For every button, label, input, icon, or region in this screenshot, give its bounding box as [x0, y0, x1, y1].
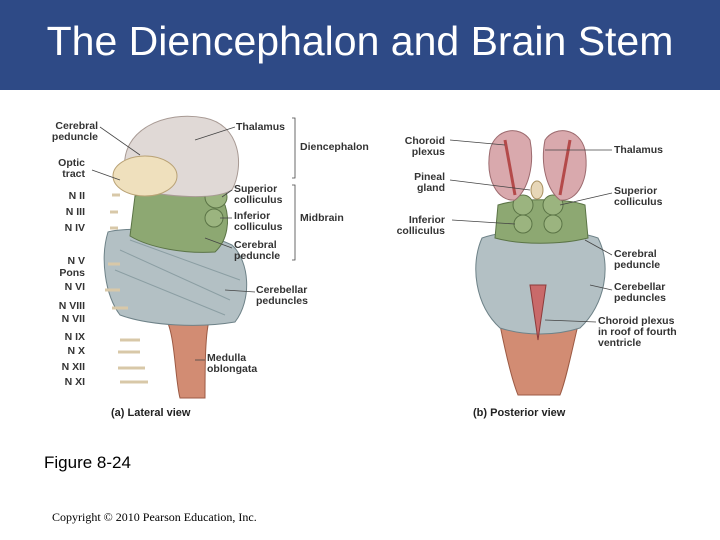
label-n-iii: N III [65, 206, 85, 218]
label-choroid-plexus: Choroid plexus [404, 135, 445, 158]
title-bar [0, 0, 720, 90]
label-cerebral-peduncle-lateral-right: Cerebral peduncle [234, 239, 281, 262]
label-superior-colliculus-posterior: Superior colliculus [614, 185, 663, 208]
posterior-colliculus-4 [543, 214, 563, 234]
figure-number: Figure 8-24 [44, 453, 131, 472]
label-n-xi: N XI [64, 376, 85, 388]
label-superior-colliculus-lateral: Superior colliculus [234, 183, 283, 206]
label-inferior-colliculus-lateral: Inferior colliculus [234, 210, 283, 233]
label-n-x: N X [67, 345, 85, 357]
label-n-vii: N VII [61, 313, 85, 325]
posterior-colliculus-3 [513, 214, 533, 234]
label-pineal-gland: Pineal gland [414, 171, 445, 194]
copyright-notice: Copyright © 2010 Pearson Education, Inc. [52, 510, 257, 524]
label-n-vi: N VI [64, 281, 85, 293]
posterior-midbrain [494, 199, 589, 244]
label-n-xii: N XII [61, 361, 85, 373]
label-thalamus-lateral: Thalamus [236, 121, 286, 133]
caption-posterior-view: (b) Posterior view [473, 407, 566, 419]
posterior-medulla [499, 324, 579, 396]
lateral-optic-tract [112, 155, 178, 197]
label-n-viii: N VIII [58, 300, 85, 312]
label-midbrain: Midbrain [300, 212, 344, 224]
caption-lateral-view: (a) Lateral view [111, 407, 191, 419]
label-n-ix: N IX [64, 331, 85, 343]
label-pons: Pons [59, 267, 85, 279]
label-cerebral-peduncle-posterior: Cerebral peduncle [614, 248, 661, 271]
label-choroid-plexus-fourth-ventricle: Choroid plexus in roof of fourth ventric… [598, 315, 677, 349]
posterior-fourth-ventricle-choroid [529, 284, 547, 341]
label-thalamus-posterior: Thalamus [614, 144, 664, 156]
label-cerebellar-peduncles-lateral: Cerebellar peduncles [256, 284, 308, 307]
posterior-view [475, 130, 606, 396]
label-optic-tract: Optic tract [58, 157, 85, 180]
label-diencephalon: Diencephalon [300, 141, 369, 153]
label-medulla-oblongata: Medulla oblongata [207, 352, 258, 375]
lateral-medulla [163, 317, 211, 399]
slide-title: The Diencephalon and Brain Stem [46, 18, 674, 64]
label-n-ii: N II [68, 190, 85, 202]
label-n-iv: N IV [64, 222, 85, 234]
label-cerebellar-peduncles-posterior: Cerebellar peduncles [614, 281, 666, 304]
lateral-view [103, 115, 248, 399]
label-inferior-colliculus-posterior: Inferior colliculus [396, 214, 445, 237]
posterior-pineal-gland [530, 180, 544, 200]
label-n-v: N V [67, 255, 85, 267]
label-cerebral-peduncle-lateral: Cerebral peduncle [51, 120, 98, 143]
